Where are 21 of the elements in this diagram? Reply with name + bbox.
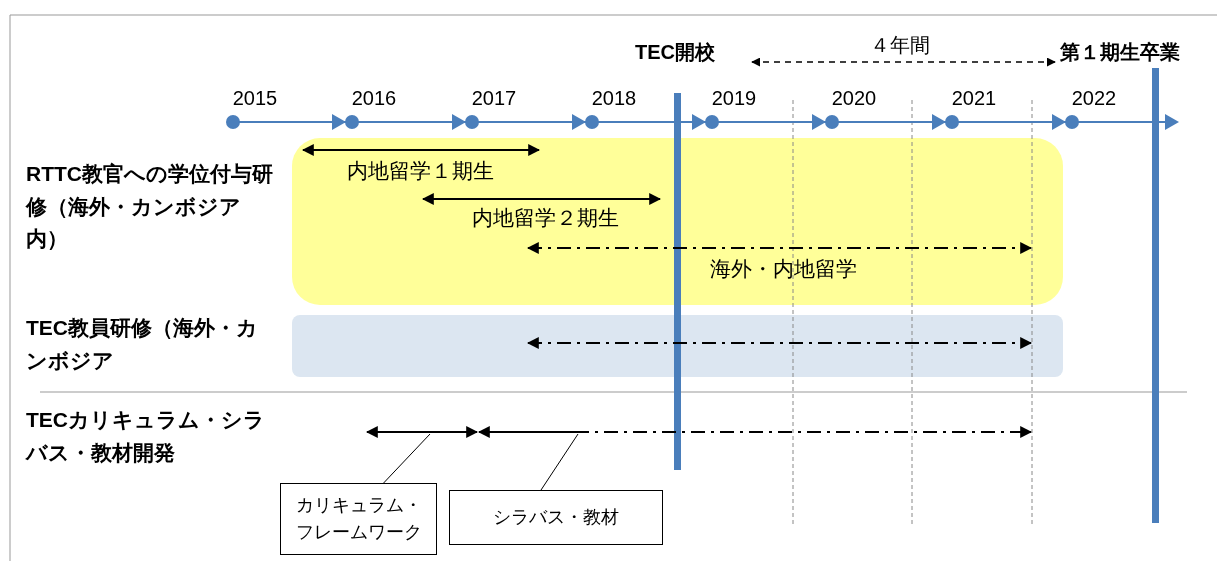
callout-box: カリキュラム・フレームワーク	[280, 483, 437, 555]
year-label: 2022	[1071, 86, 1117, 111]
leader-line	[383, 433, 431, 484]
year-label: 2015	[232, 86, 278, 111]
leader-line	[540, 433, 579, 491]
row-heading: RTTC教官への学位付与研修（海外・カンボジア内）	[26, 161, 274, 253]
range-label: 海外・内地留学	[709, 256, 857, 282]
range-label: 内地留学２期生	[471, 205, 619, 231]
duration-label: ４年間	[870, 33, 930, 58]
milestone-label: 第１期生卒業	[1060, 40, 1180, 65]
year-label: 2018	[591, 86, 637, 111]
row-heading: TECカリキュラム・シラバス・教材開発	[26, 407, 266, 466]
row-heading: TEC教員研修（海外・カンボジア	[26, 315, 259, 374]
callout-box: シラバス・教材	[449, 490, 663, 545]
year-label: 2020	[831, 86, 877, 111]
milestone-label: TEC開校	[635, 40, 715, 65]
year-label: 2016	[351, 86, 397, 111]
year-label: 2021	[951, 86, 997, 111]
year-label: 2019	[711, 86, 757, 111]
range-label: 内地留学１期生	[346, 158, 494, 184]
year-label: 2017	[471, 86, 517, 111]
